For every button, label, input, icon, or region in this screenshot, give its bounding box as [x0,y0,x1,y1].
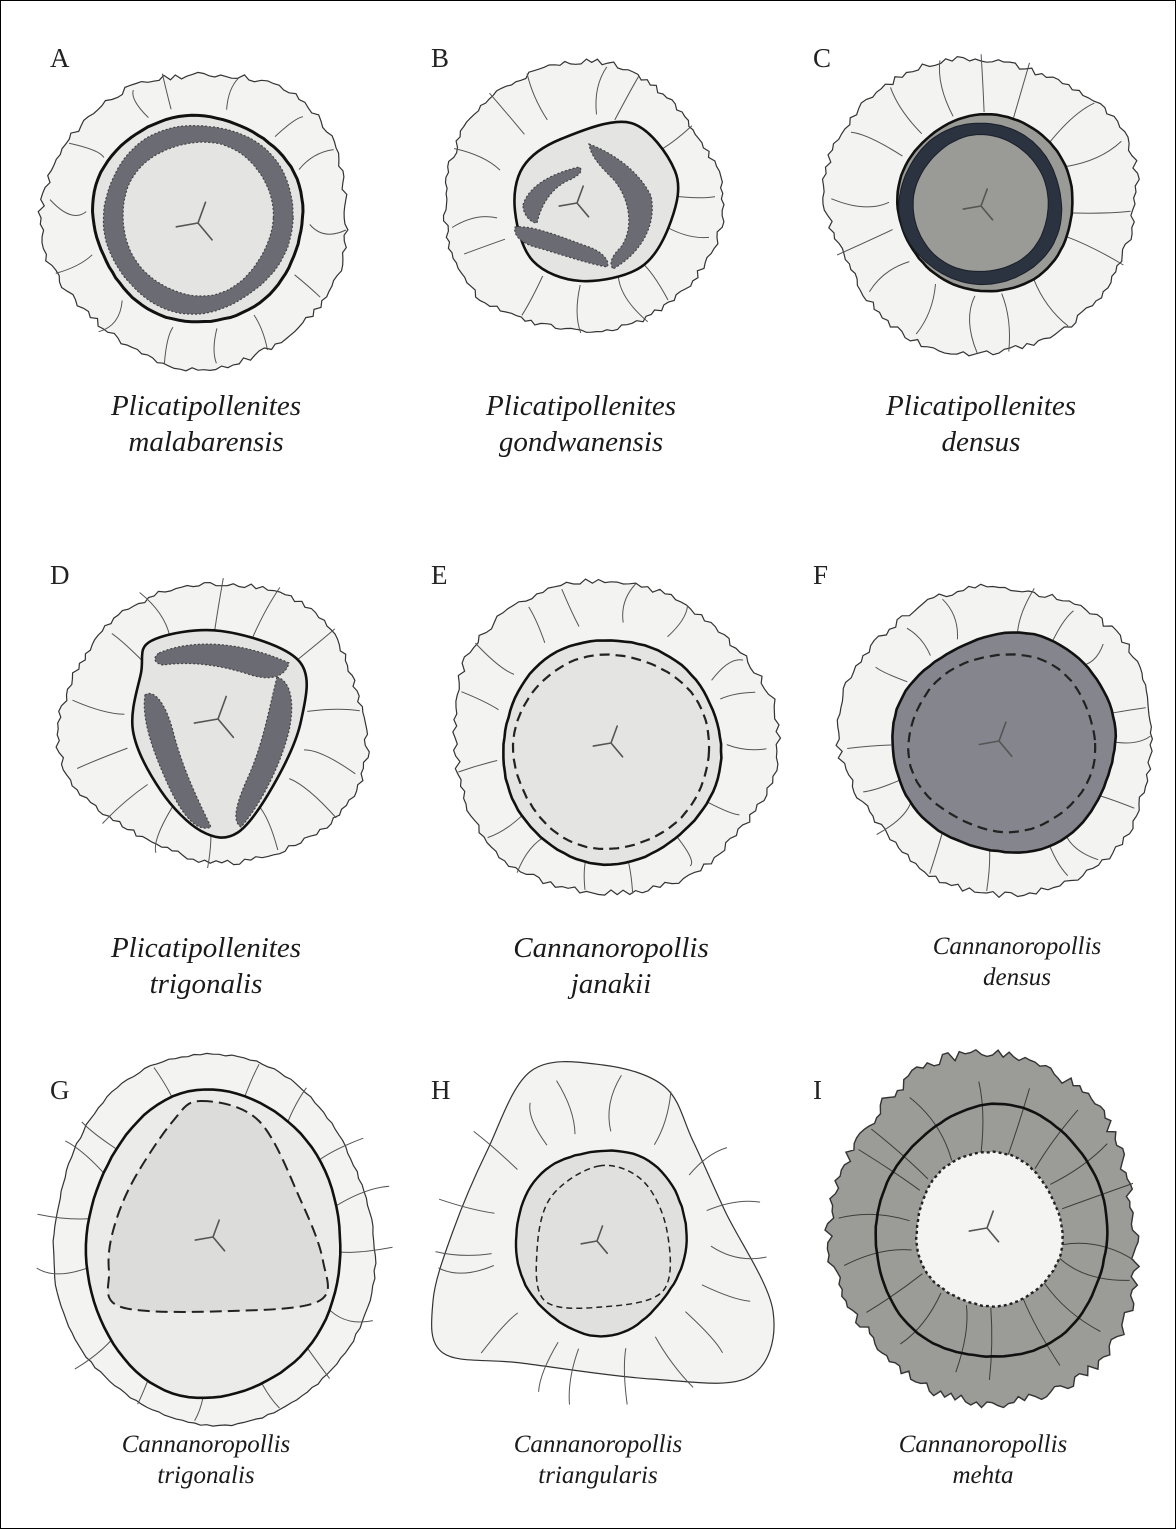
caption-species: densus [811,424,1151,460]
caption-species: gondwanensis [411,424,751,460]
caption-species: trigonalis [36,1460,376,1491]
caption-species: trigonalis [36,966,376,1002]
panel-letter-e: E [431,562,448,589]
caption-species: triangularis [428,1460,768,1491]
caption-genus: Plicatipollenites [411,388,751,424]
caption-species: janakii [441,966,781,1002]
caption-b: Plicatipollenites gondwanensis [411,388,751,461]
caption-genus: Cannanoropollis [813,1429,1153,1460]
grain-d [56,578,369,868]
panel-letter-f: F [813,562,828,589]
central-body [897,114,1072,291]
caption-genus: Cannanoropollis [428,1429,768,1460]
caption-i: Cannanoropollis mehta [813,1429,1153,1492]
caption-species: densus [847,962,1176,993]
grain-h [432,1062,774,1405]
caption-d: Plicatipollenites trigonalis [36,930,376,1003]
panel-letter-g: G [50,1077,70,1104]
caption-c: Plicatipollenites densus [811,388,1151,461]
caption-genus: Cannanoropollis [847,931,1176,962]
caption-species: mehta [813,1460,1153,1491]
caption-genus: Cannanoropollis [36,1429,376,1460]
grain-f [836,584,1152,897]
caption-e: Cannanoropollis janakii [441,930,781,1003]
grain-g [37,1053,393,1426]
panel-letter-a: A [50,45,70,72]
caption-genus: Plicatipollenites [36,388,376,424]
grain-i [825,1050,1139,1408]
grain-c [823,54,1140,356]
panel-letter-i: I [813,1077,822,1104]
caption-a: Plicatipollenites malabarensis [36,388,376,461]
caption-genus: Cannanoropollis [441,930,781,966]
panel-letter-c: C [813,45,831,72]
caption-genus: Plicatipollenites [811,388,1151,424]
grain-e [453,579,781,895]
panel-letter-b: B [431,45,449,72]
caption-g: Cannanoropollis trigonalis [36,1429,376,1492]
caption-species: malabarensis [36,424,376,460]
caption-h: Cannanoropollis triangularis [428,1429,768,1492]
panel-letter-h: H [431,1077,451,1104]
panel-letter-d: D [50,562,70,589]
caption-genus: Plicatipollenites [36,930,376,966]
grain-b [444,59,725,333]
grain-a [38,72,348,370]
caption-f: Cannanoropollis densus [847,931,1176,994]
